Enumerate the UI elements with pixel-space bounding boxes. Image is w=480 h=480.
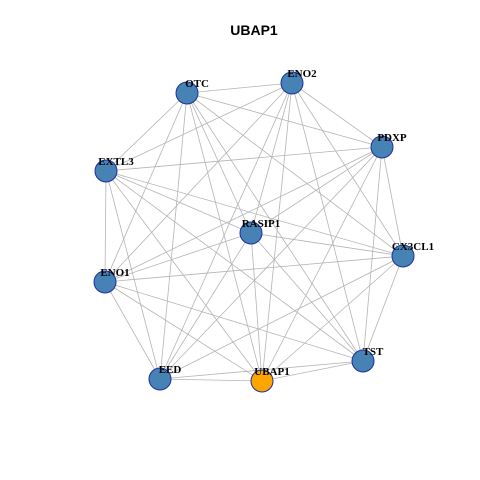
node-label-eno2: ENO2: [287, 68, 317, 80]
node-rasip1[interactable]: [239, 221, 263, 245]
edge-pdxp-extl3: [105, 146, 383, 172]
edge-rasip1-tst: [250, 232, 364, 362]
edge-eno1-eed: [104, 281, 161, 380]
node-label-cx3cl1: CX3CL1: [392, 241, 434, 253]
node-label-eno1: ENO1: [100, 267, 129, 279]
node-eed[interactable]: [148, 367, 172, 391]
node-eno2[interactable]: [280, 71, 304, 95]
edge-cx3cl1-eed: [159, 255, 404, 380]
node-label-otc: OTC: [185, 78, 209, 90]
edge-tst-ubap1: [261, 360, 364, 382]
edge-cx3cl1-ubap1: [261, 255, 404, 382]
node-cx3cl1[interactable]: [391, 244, 415, 268]
edge-otc-extl3: [105, 92, 188, 172]
edge-layer: [104, 82, 404, 382]
edge-pdxp-cx3cl1: [381, 146, 404, 257]
node-ubap1[interactable]: [250, 369, 274, 393]
edge-cx3cl1-eno1: [104, 255, 404, 283]
edge-rasip1-ubap1: [250, 232, 263, 382]
edge-eno1-tst: [104, 281, 364, 362]
node-label-pdxp: PDXP: [377, 132, 407, 144]
edge-eno2-ubap1: [261, 82, 293, 382]
edge-eno2-pdxp: [291, 82, 383, 148]
node-eno1[interactable]: [93, 270, 117, 294]
edge-extl3-ubap1: [105, 170, 263, 382]
node-layer: [93, 71, 415, 393]
edge-extl3-eno1: [104, 170, 107, 283]
edge-eno2-tst: [291, 82, 364, 362]
graph-title: UBAP1: [230, 22, 278, 38]
edge-otc-eno2: [186, 82, 293, 94]
edge-otc-cx3cl1: [186, 92, 404, 257]
edge-eno2-rasip1: [250, 82, 293, 234]
node-pdxp[interactable]: [370, 135, 394, 159]
node-label-extl3: EXTL3: [98, 156, 134, 168]
edge-extl3-eed: [105, 170, 161, 380]
node-label-rasip1: RASIP1: [242, 218, 281, 230]
edge-otc-ubap1: [186, 92, 263, 382]
edge-otc-tst: [186, 92, 364, 362]
edge-pdxp-ubap1: [261, 146, 383, 382]
edge-rasip1-cx3cl1: [250, 232, 404, 257]
edge-rasip1-eed: [159, 232, 252, 380]
edge-extl3-rasip1: [105, 170, 252, 234]
edge-rasip1-eno1: [104, 232, 252, 283]
node-otc[interactable]: [175, 81, 199, 105]
edge-otc-pdxp: [186, 92, 383, 148]
edge-eno2-eed: [159, 82, 293, 380]
edge-otc-eed: [159, 92, 188, 380]
node-label-ubap1: UBAP1: [254, 366, 289, 378]
edge-cx3cl1-tst: [362, 255, 404, 362]
node-label-eed: EED: [159, 364, 182, 376]
edge-extl3-cx3cl1: [105, 170, 404, 257]
edge-pdxp-tst: [362, 146, 383, 362]
edge-eno2-eno1: [104, 82, 293, 283]
edge-extl3-tst: [105, 170, 364, 362]
node-tst[interactable]: [351, 349, 375, 373]
edge-eed-ubap1: [159, 378, 263, 382]
node-extl3[interactable]: [94, 159, 118, 183]
node-label-tst: TST: [363, 346, 384, 358]
edge-otc-eno1: [104, 92, 188, 283]
edge-eno2-extl3: [105, 82, 293, 172]
edge-pdxp-eno1: [104, 146, 383, 283]
edge-eno1-ubap1: [104, 281, 263, 382]
